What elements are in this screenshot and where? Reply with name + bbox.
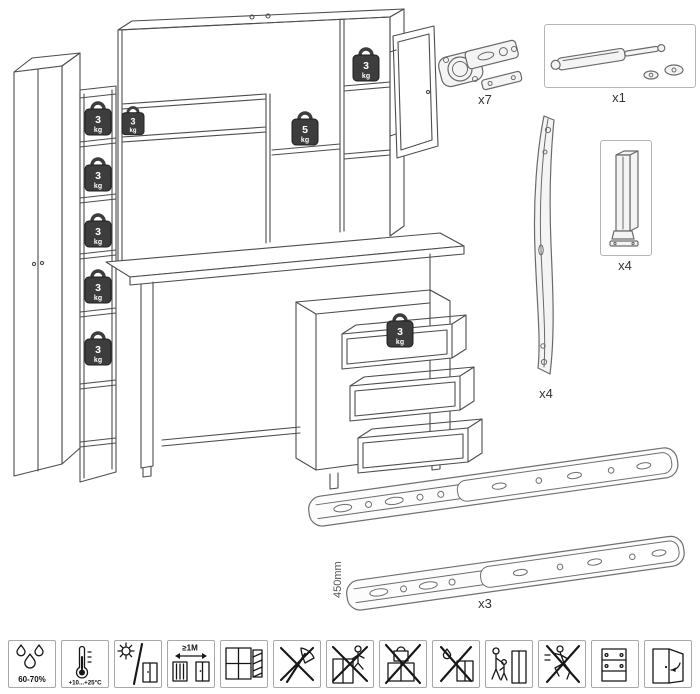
heat-distance-icon: ≥1M xyxy=(167,640,215,688)
weight-badge: 3kg xyxy=(84,157,112,192)
svg-text:3: 3 xyxy=(95,114,101,126)
wall-strip-qty-label: x4 xyxy=(539,386,553,401)
weight-badge: 3kg xyxy=(84,269,112,304)
weight-badge: 3kg xyxy=(352,47,380,82)
no-sharp-tools-icon xyxy=(273,640,321,688)
svg-text:60-70%: 60-70% xyxy=(18,675,46,684)
drawer-slides-drawing: 450mm xyxy=(308,447,685,611)
svg-text:3: 3 xyxy=(363,60,369,72)
weight-badge: 3kg xyxy=(84,101,112,136)
leg-drawing xyxy=(609,150,639,247)
weight-badge: 3kg xyxy=(121,106,145,136)
gas-strut-qty-label: x1 xyxy=(612,90,626,105)
ventilation-window-icon xyxy=(220,640,268,688)
desk xyxy=(105,232,465,478)
hutch xyxy=(117,8,439,263)
svg-text:kg: kg xyxy=(94,295,102,302)
drawer-middle xyxy=(349,366,475,422)
svg-text:3: 3 xyxy=(95,170,101,182)
furniture-diagram: 3kg 3kg 3kg 3kg 3kg 3kg 5kg 3kg xyxy=(13,8,483,490)
svg-text:+10...+25°C: +10...+25°C xyxy=(68,680,102,687)
no-running-icon xyxy=(538,640,586,688)
slide-length-label: 450mm xyxy=(332,561,344,598)
drawer-slide-rail xyxy=(346,535,685,611)
humidity-icon: 60-70% xyxy=(8,640,56,688)
wall-strip-drawing xyxy=(533,115,555,375)
no-direct-sunlight-icon xyxy=(114,640,162,688)
svg-text:≥1M: ≥1M xyxy=(182,644,198,653)
hinge-qty-label: x7 xyxy=(478,92,492,107)
leg-qty-label: x4 xyxy=(618,258,632,273)
no-heavy-load-icon xyxy=(379,640,427,688)
svg-text:kg: kg xyxy=(130,128,137,134)
svg-text:kg: kg xyxy=(396,339,404,346)
door-swing-area-icon xyxy=(485,640,533,688)
svg-text:3: 3 xyxy=(95,282,101,294)
care-icon-strip: 60-70% +10...+25°C xyxy=(8,640,692,688)
slide-qty-label: x3 xyxy=(478,596,492,611)
svg-text:kg: kg xyxy=(94,183,102,190)
svg-text:kg: kg xyxy=(94,357,102,364)
drawers xyxy=(341,314,483,474)
svg-text:5: 5 xyxy=(302,124,308,136)
weight-badge: 3kg xyxy=(84,213,112,248)
weight-badge: 5kg xyxy=(291,111,319,146)
svg-text:3: 3 xyxy=(397,326,403,338)
gas-strut-drawing xyxy=(550,43,684,80)
internal-shelves-icon xyxy=(591,640,639,688)
drawer-bottom xyxy=(357,418,483,474)
no-climbing-icon xyxy=(326,640,374,688)
svg-text:3: 3 xyxy=(131,117,136,127)
svg-text:3: 3 xyxy=(95,226,101,238)
svg-text:kg: kg xyxy=(94,127,102,134)
drawer-slide-rail xyxy=(308,447,679,527)
svg-text:kg: kg xyxy=(362,73,370,80)
hinge-part-drawing xyxy=(438,39,523,91)
hutch-open-door xyxy=(389,25,439,159)
leg-box xyxy=(600,140,652,256)
wardrobe xyxy=(13,52,81,477)
temperature-icon: +10...+25°C xyxy=(61,640,109,688)
close-door-icon xyxy=(644,640,692,688)
weight-badge: 3kg xyxy=(84,331,112,366)
gas-strut-box xyxy=(544,24,696,88)
no-liquids-icon xyxy=(432,640,480,688)
svg-text:3: 3 xyxy=(95,344,101,356)
svg-text:kg: kg xyxy=(94,239,102,246)
svg-text:kg: kg xyxy=(301,137,309,144)
weight-badge: 3kg xyxy=(386,313,414,348)
